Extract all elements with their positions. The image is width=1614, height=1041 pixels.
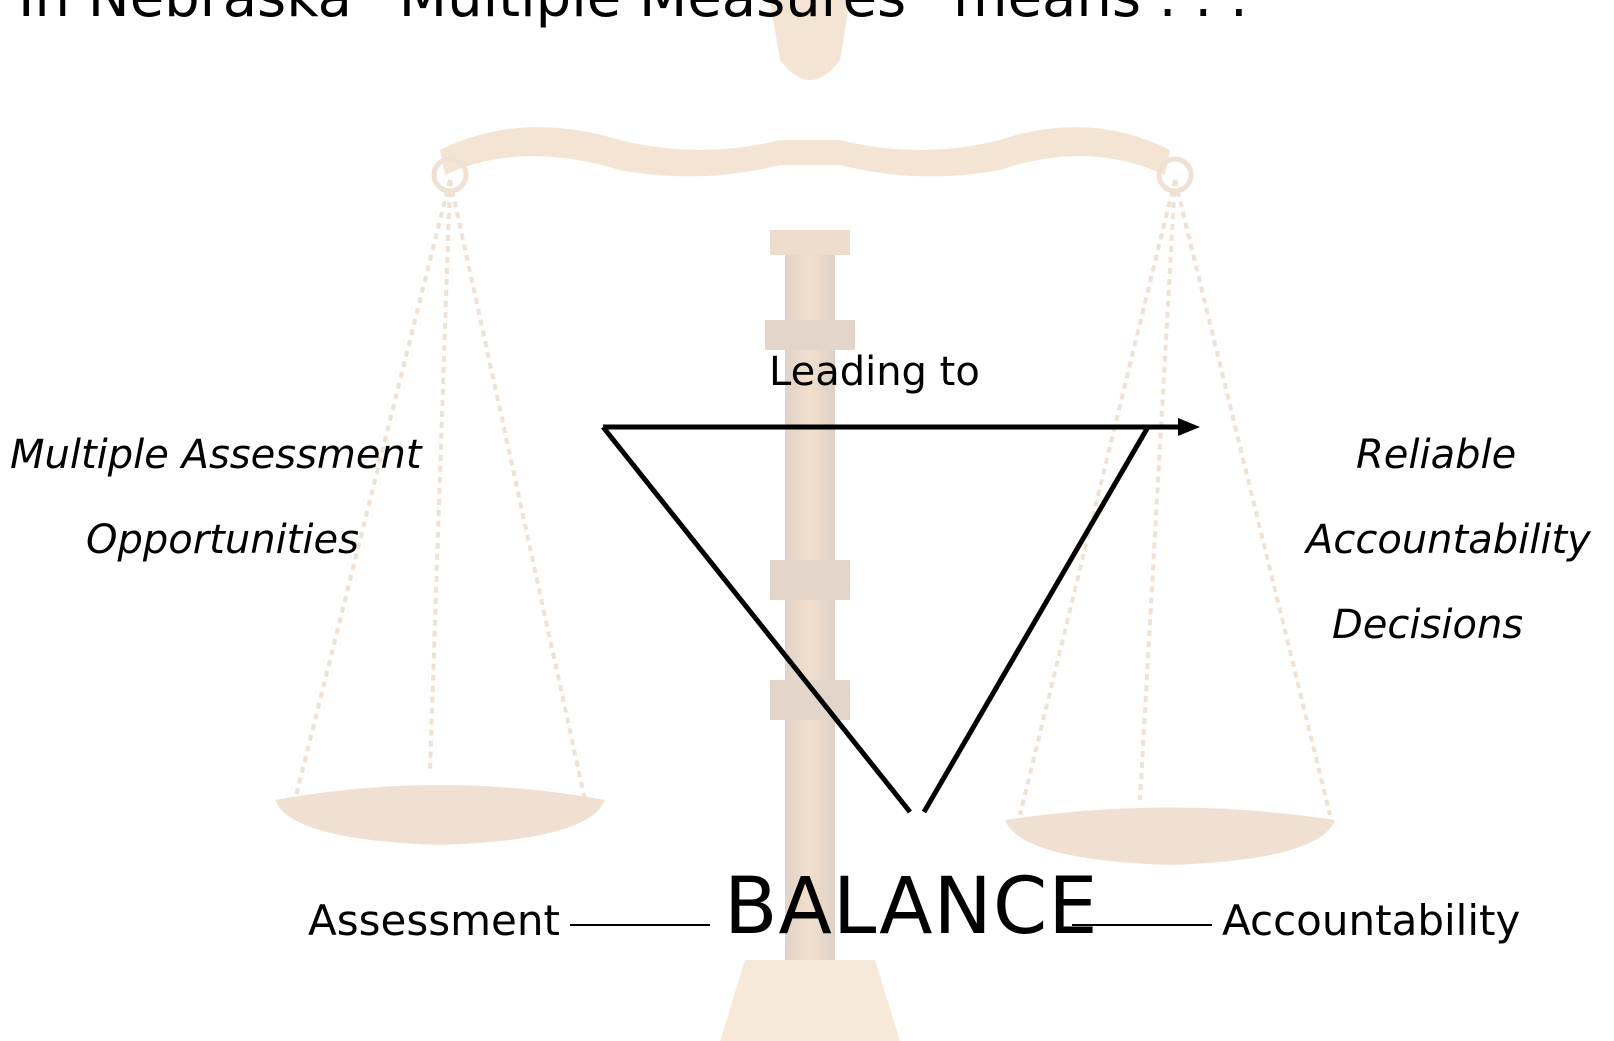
right-text-line1: Reliable [1356, 432, 1517, 478]
left-text-line2: Opportunities [86, 517, 359, 563]
right-text-line3: Decisions [1332, 602, 1524, 648]
triangle-left-edge [601, 425, 912, 814]
bottom-right-label: Accountability [1222, 896, 1521, 945]
bottom-left-label: Assessment [308, 896, 560, 945]
right-text-line2: Accountability [1306, 517, 1591, 563]
slide-title: In Nebraska “Multiple Measures” means . … [18, 0, 1248, 26]
arrow-label: Leading to [769, 349, 980, 395]
triangle-right-edge [921, 425, 1151, 814]
arrow-right-icon [1178, 418, 1200, 436]
left-text-line1: Multiple Assessment [10, 432, 422, 478]
balance-label: BALANCE [724, 862, 1099, 952]
